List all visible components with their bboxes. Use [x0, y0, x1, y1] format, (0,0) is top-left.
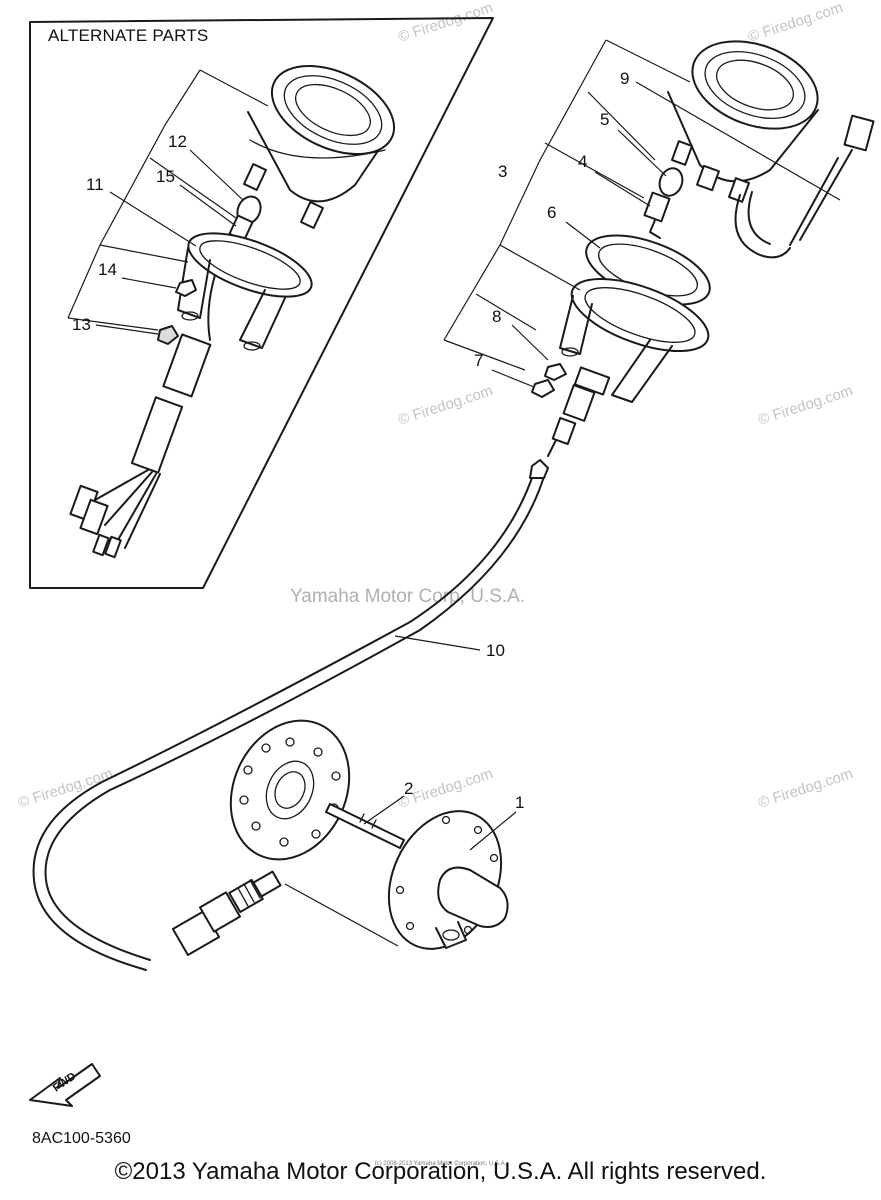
tiny-copyright-note: (c) 2008-2013 Yamaha Motor Corporation, …	[374, 1161, 507, 1167]
diagram-code: 8AC100-5360	[32, 1130, 131, 1147]
wheel-hub-plate	[229, 719, 351, 861]
watermark-firedog: © Firedog.com	[396, 382, 495, 429]
watermark-firedog: © Firedog.com	[396, 0, 495, 46]
callout-13: 13	[72, 315, 91, 334]
callout-9: 9	[620, 69, 629, 88]
wire-connector	[547, 366, 611, 457]
callout-1: 1	[515, 793, 524, 812]
alt-speedometer	[243, 64, 396, 229]
callout-10: 10	[486, 641, 505, 660]
alternate-parts-title: ALTERNATE PARTS	[48, 26, 209, 45]
watermark-firedog: © Firedog.com	[746, 0, 845, 46]
watermark-firedog: © Firedog.com	[756, 382, 855, 429]
callout-14: 14	[98, 260, 117, 279]
speedometer	[667, 40, 819, 203]
callout-6: 6	[547, 203, 556, 222]
watermark-yamaha: Yamaha Motor Corp, U.S.A.	[290, 586, 525, 607]
callout-15: 15	[156, 167, 175, 186]
alt-nuts	[157, 279, 197, 345]
callout-4: 4	[578, 152, 587, 171]
callout-8: 8	[492, 307, 501, 326]
alt-bracket	[177, 232, 313, 351]
bulb-and-socket	[643, 167, 684, 239]
speedometer-bracket	[559, 234, 711, 403]
callout-12: 12	[168, 132, 187, 151]
callout-7: 7	[474, 351, 483, 370]
callout-3: 3	[498, 162, 507, 181]
callout-2: 2	[404, 779, 413, 798]
copyright-notice: ©2013 Yamaha Motor Corporation, U.S.A. A…	[114, 1158, 767, 1185]
alternate-parts-box	[29, 17, 494, 589]
speedometer-cable	[32, 459, 549, 971]
drive-shaft	[325, 803, 405, 849]
trip-reset-cable	[734, 114, 875, 259]
alt-wire-harness	[69, 274, 216, 559]
watermark-firedog: © Firedog.com	[756, 765, 855, 812]
callout-5: 5	[600, 110, 609, 129]
alt-bulb	[228, 195, 262, 242]
watermark-firedog: © Firedog.com	[16, 765, 115, 812]
grommets	[531, 363, 567, 398]
fwd-arrow-icon: FWD	[29, 1063, 101, 1107]
callout-11: 11	[86, 175, 104, 194]
speedometer-gear-unit	[387, 810, 509, 950]
